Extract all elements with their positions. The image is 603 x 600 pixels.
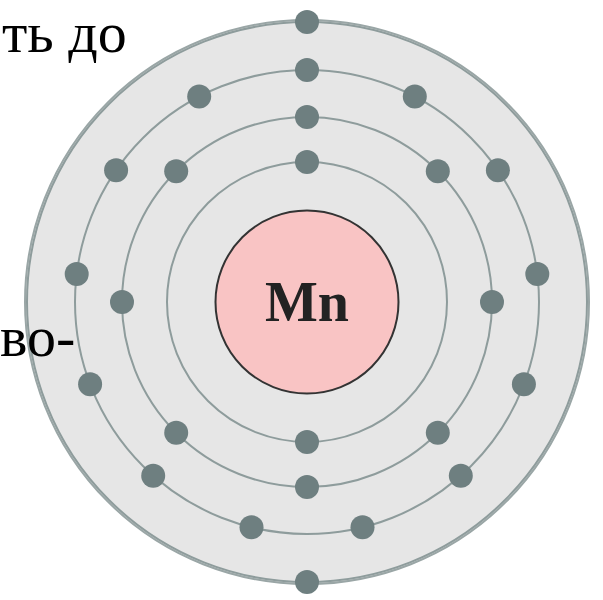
nucleus-circle: Mn [214, 209, 400, 395]
element-symbol: Mn [265, 270, 349, 334]
text-fragment: ть до [2, 4, 127, 62]
text-fragment: во- [0, 308, 75, 366]
